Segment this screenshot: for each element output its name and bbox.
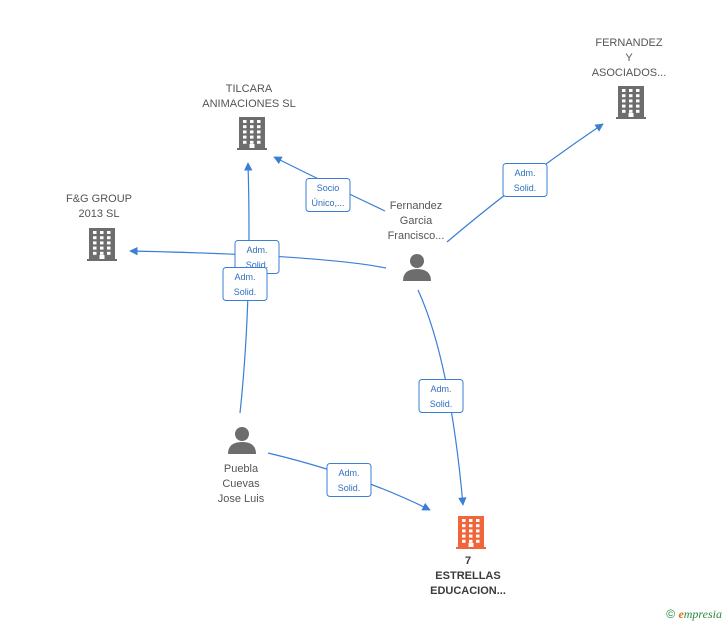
edge-fernandez_garcia-to-tilcara: [129, 246, 387, 269]
node-label-line: Fernandez: [390, 200, 443, 212]
node-fernandez_asoc[interactable]: FERNANDEZ Y ASOCIADOS...: [592, 37, 667, 119]
edge-label-line: Solid.: [514, 183, 537, 193]
edge-label-line: Solid.: [338, 483, 361, 493]
edge-label-fernandez_garcia-to-fernandez_asoc[interactable]: SocioÚnico,...: [305, 178, 351, 212]
node-tilcara[interactable]: TILCARA ANIMACIONES SL: [202, 83, 296, 150]
node-label-line: 7: [465, 555, 471, 567]
edge-fernandez_garcia-to-estrellas: [417, 289, 467, 506]
node-label-line: Francisco...: [388, 230, 445, 242]
building-icon[interactable]: [87, 228, 117, 261]
edge-label-fernandez_garcia-to-fg_group[interactable]: Adm. Solid.: [502, 163, 548, 197]
edge-label-box: [222, 267, 268, 301]
node-fernandez_garcia[interactable]: FernandezGarciaFrancisco...: [388, 200, 445, 281]
edge-label-line: Solid.: [234, 287, 257, 297]
edge-line: [417, 289, 467, 506]
node-label-line: Garcia: [400, 215, 433, 227]
person-icon[interactable]: [403, 254, 431, 281]
edge-label-line: Adm.: [514, 168, 535, 178]
person-icon[interactable]: [228, 427, 256, 454]
node-label-line: ASOCIADOS...: [592, 67, 667, 79]
building-icon[interactable]: [616, 86, 646, 119]
nodes-layer: TILCARA ANIMACIONES SL FERNANDEZ Y ASOCIADOS…: [66, 37, 666, 597]
edge-label-box: [418, 379, 464, 413]
edge-label-puebla-to-estrellas[interactable]: Adm. Solid.: [326, 463, 372, 497]
brand-name: mpresia: [683, 607, 722, 621]
edge-label-line: Solid.: [246, 260, 269, 270]
edge-label-box: [326, 463, 372, 497]
copyright-symbol: ©: [666, 607, 676, 621]
brand-initial: e: [678, 607, 684, 621]
edge-label-box: [305, 178, 351, 212]
building-icon[interactable]: [237, 117, 267, 150]
edge-label-line: Adm.: [338, 468, 359, 478]
edge-label-line: Adm.: [430, 384, 451, 394]
edge-label-box: [502, 163, 548, 197]
edge-line: [129, 246, 387, 269]
footer-brand[interactable]: © empresia: [666, 607, 722, 622]
node-label-line: 2013 SL: [79, 208, 120, 220]
node-label-line: ESTRELLAS: [435, 570, 500, 582]
node-label-line: FERNANDEZ: [595, 37, 663, 49]
brand-logo: empresia: [678, 607, 722, 621]
node-label-line: TILCARA: [226, 83, 273, 95]
edge-label-line: Único,...: [311, 198, 344, 208]
edge-label-fernandez_garcia-to-estrellas[interactable]: Adm. Solid.: [418, 379, 464, 413]
node-label-line: Puebla: [224, 463, 259, 475]
node-label-line: ANIMACIONES SL: [202, 98, 296, 110]
node-label-line: Jose Luis: [218, 493, 265, 505]
node-label-line: Cuevas: [222, 478, 260, 490]
edge-label-line: Adm.: [234, 272, 255, 282]
edge-label-line: Socio: [317, 183, 340, 193]
node-label-line: F&G GROUP: [66, 193, 132, 205]
edge-label-line: Solid.: [430, 399, 453, 409]
node-fg_group[interactable]: F&G GROUP 2013 SL: [66, 193, 132, 261]
edge-label-line: Adm.: [246, 245, 267, 255]
node-label-line: Y: [625, 52, 633, 64]
building-icon[interactable]: [456, 516, 486, 549]
edge-label-puebla-to-tilcara[interactable]: Adm. Solid.: [222, 267, 268, 301]
node-label-line: EDUCACION...: [430, 585, 506, 597]
